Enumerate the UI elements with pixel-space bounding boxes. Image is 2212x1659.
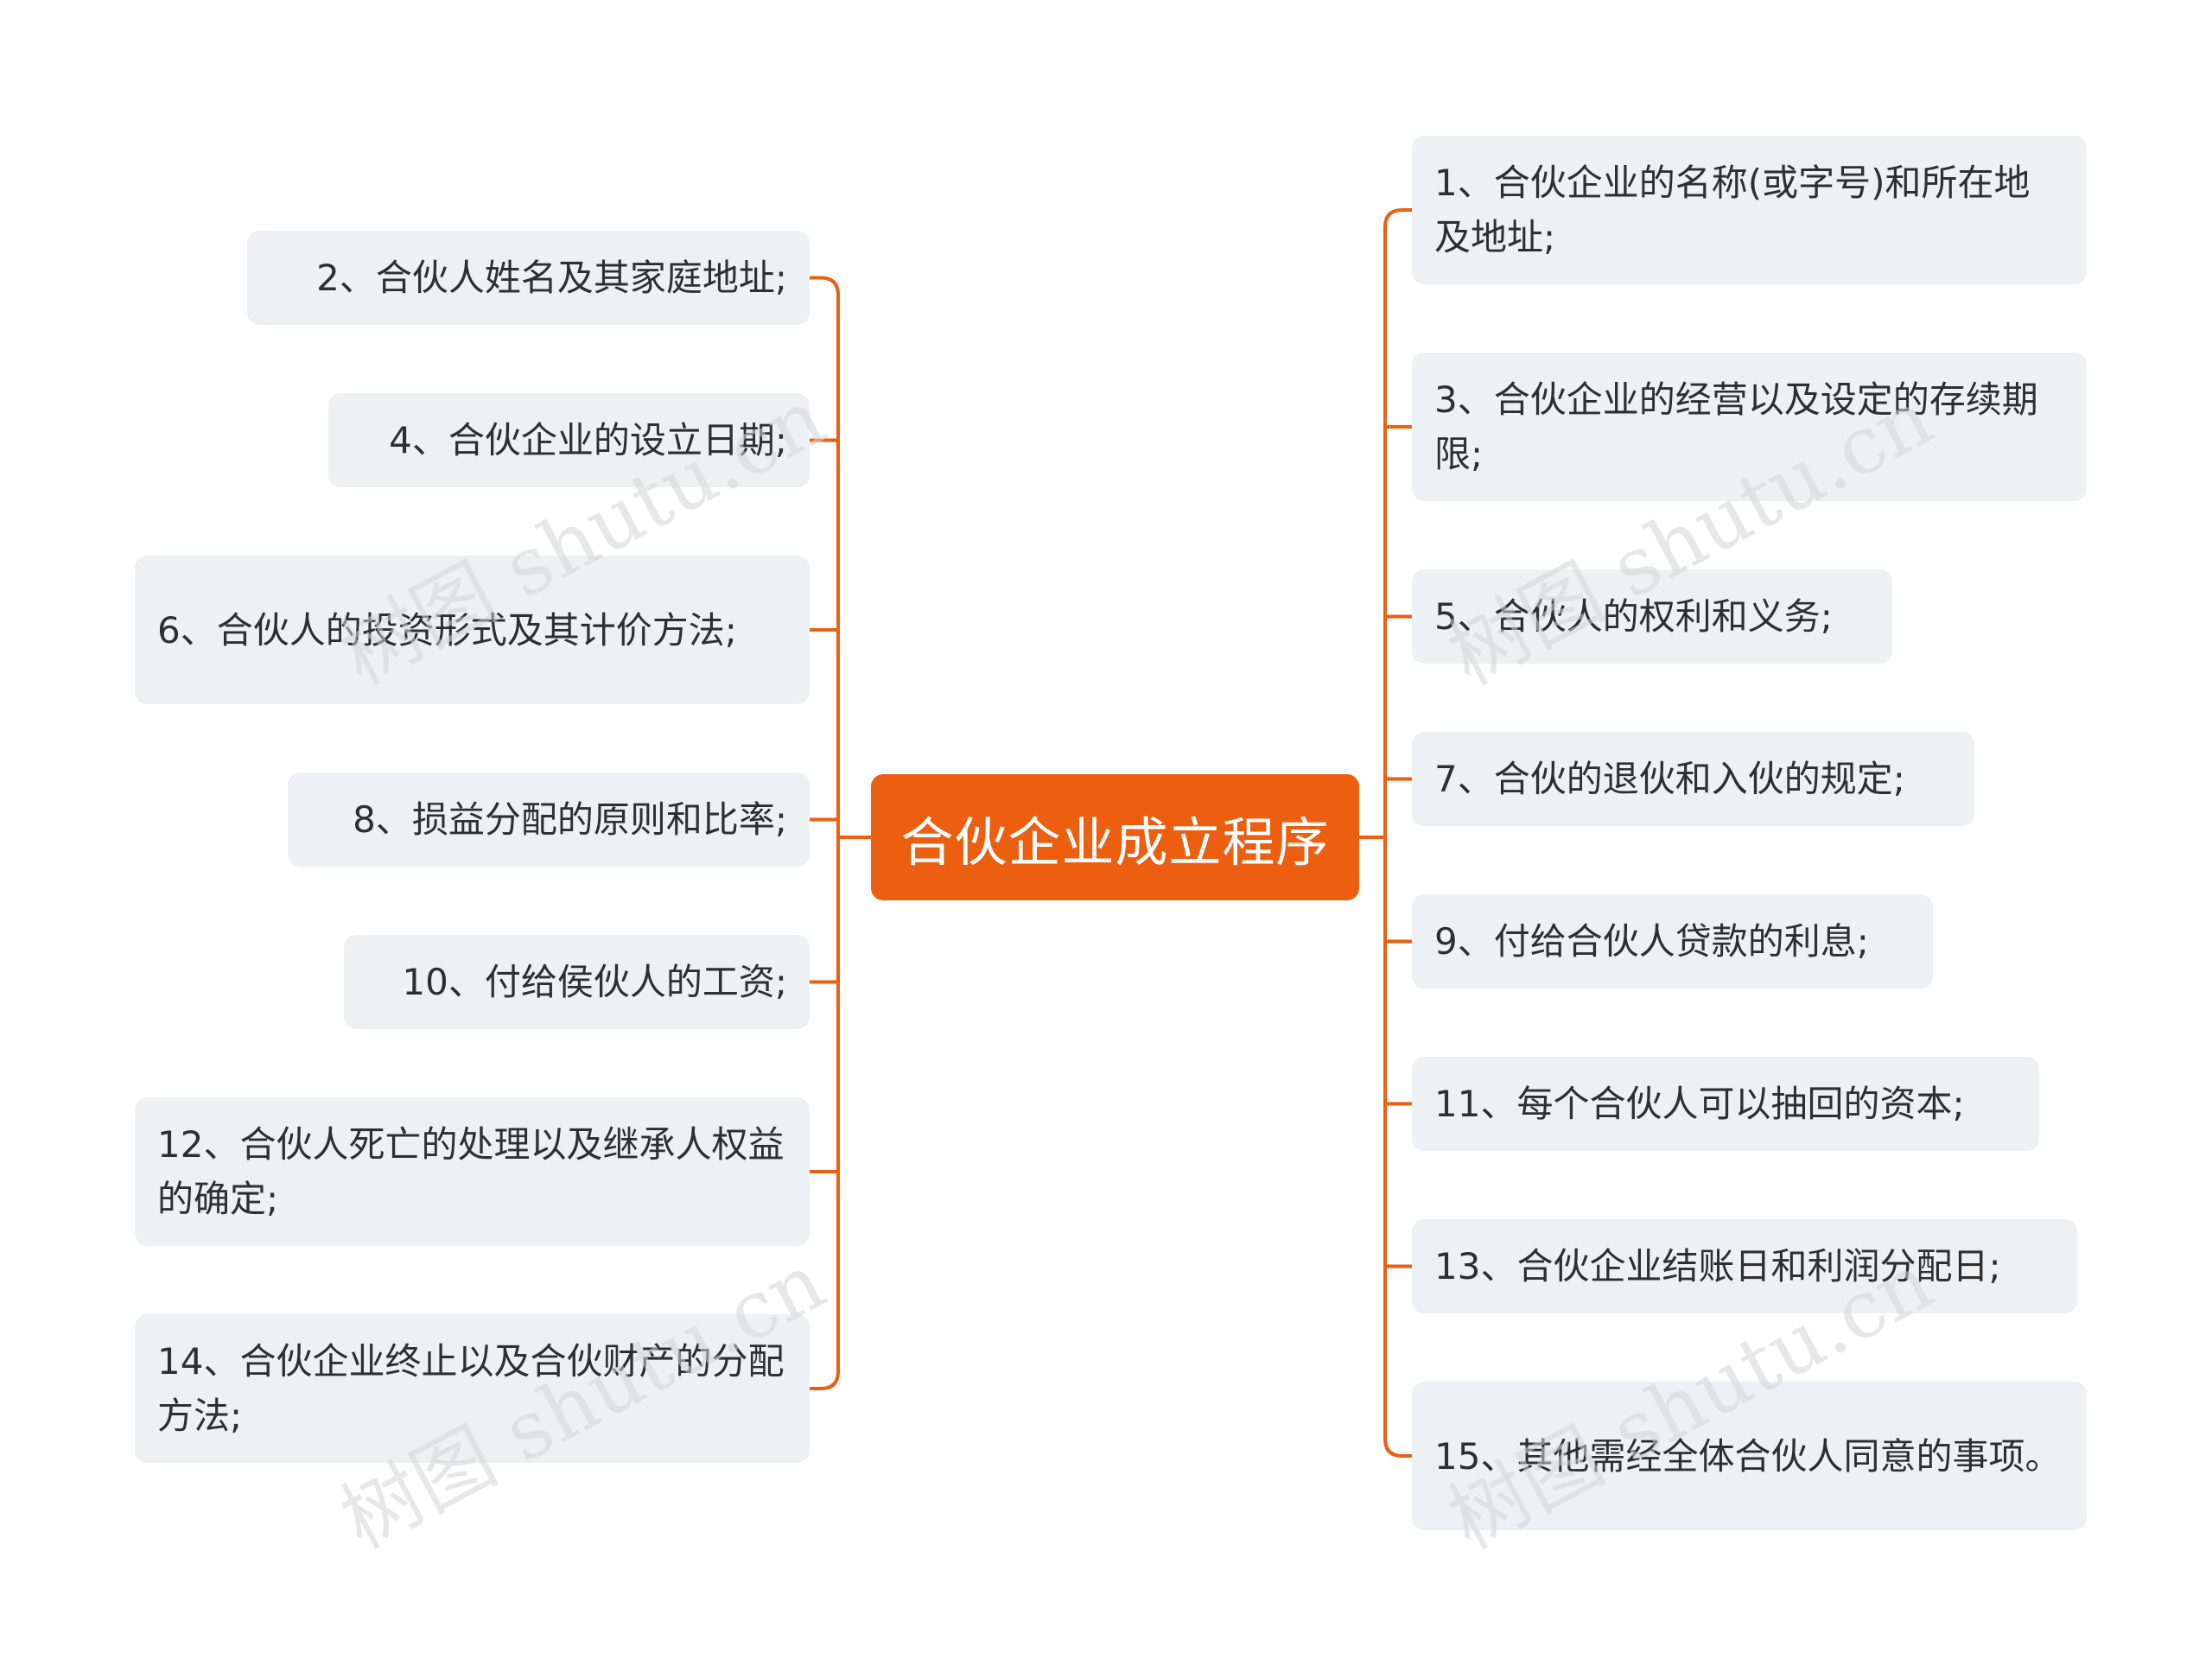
topic-node-5[interactable]: 5、合伙人的权利和义务; — [1412, 569, 1892, 664]
topic-label: 11、每个合伙人可以抽回的资本; — [1434, 1083, 1965, 1125]
branch-connector — [808, 276, 840, 297]
topic-node-15[interactable]: 15、其他需经全体合伙人同意的事项。 — [1412, 1382, 2087, 1530]
topic-label: 12、合伙人死亡的处理以及继承人权益的确定; — [157, 1123, 785, 1220]
topic-label: 1、合伙企业的名称(或字号)和所在地及地址; — [1434, 162, 2031, 258]
root-topic[interactable]: 合伙企业成立程序 — [871, 774, 1359, 900]
topic-label: 7、合伙的退伙和入伙的规定; — [1434, 758, 1905, 800]
topic-node-4[interactable]: 4、合伙企业的设立日期; — [328, 393, 810, 487]
root-topic-label: 合伙企业成立程序 — [900, 811, 1330, 874]
topic-node-6[interactable]: 6、合伙人的投资形式及其计价方法; — [135, 556, 810, 704]
topic-label: 3、合伙企业的经营以及设定的存续期限; — [1434, 378, 2038, 475]
topic-label: 8、损益分配的原则和比率; — [353, 798, 787, 841]
topic-node-8[interactable]: 8、损益分配的原则和比率; — [288, 772, 810, 867]
branch-connector — [1383, 208, 1414, 229]
topic-node-14[interactable]: 14、合伙企业终止以及合伙财产的分配方法; — [135, 1314, 810, 1463]
topic-label: 2、合伙人姓名及其家庭地址; — [316, 257, 787, 299]
topic-label: 6、合伙人的投资形式及其计价方法; — [157, 608, 737, 652]
topic-node-2[interactable]: 2、合伙人姓名及其家庭地址; — [247, 231, 810, 325]
topic-node-12[interactable]: 12、合伙人死亡的处理以及继承人权益的确定; — [135, 1097, 810, 1246]
topic-label: 9、付给合伙人贷款的利息; — [1434, 920, 1869, 963]
topic-node-11[interactable]: 11、每个合伙人可以抽回的资本; — [1412, 1057, 2039, 1151]
topic-node-13[interactable]: 13、合伙企业结账日和利润分配日; — [1412, 1219, 2077, 1313]
topic-label: 5、合伙人的权利和义务; — [1434, 595, 1833, 638]
topic-node-10[interactable]: 10、付给侯伙人的工资; — [344, 935, 810, 1029]
topic-label: 13、合伙企业结账日和利润分配日; — [1434, 1245, 2001, 1287]
topic-label: 14、合伙企业终止以及合伙财产的分配方法; — [157, 1340, 785, 1437]
topic-node-9[interactable]: 9、付给合伙人贷款的利息; — [1412, 894, 1933, 988]
topic-label: 4、合伙企业的设立日期; — [389, 419, 787, 461]
branch-connector — [1383, 1437, 1414, 1458]
topic-node-7[interactable]: 7、合伙的退伙和入伙的规定; — [1412, 732, 1974, 826]
topic-label: 10、付给侯伙人的工资; — [402, 961, 787, 1003]
branch-connector — [808, 1370, 840, 1390]
topic-label: 15、其他需经全体合伙人同意的事项。 — [1434, 1434, 2062, 1478]
topic-node-3[interactable]: 3、合伙企业的经营以及设定的存续期限; — [1412, 353, 2087, 501]
topic-node-1[interactable]: 1、合伙企业的名称(或字号)和所在地及地址; — [1412, 136, 2087, 284]
